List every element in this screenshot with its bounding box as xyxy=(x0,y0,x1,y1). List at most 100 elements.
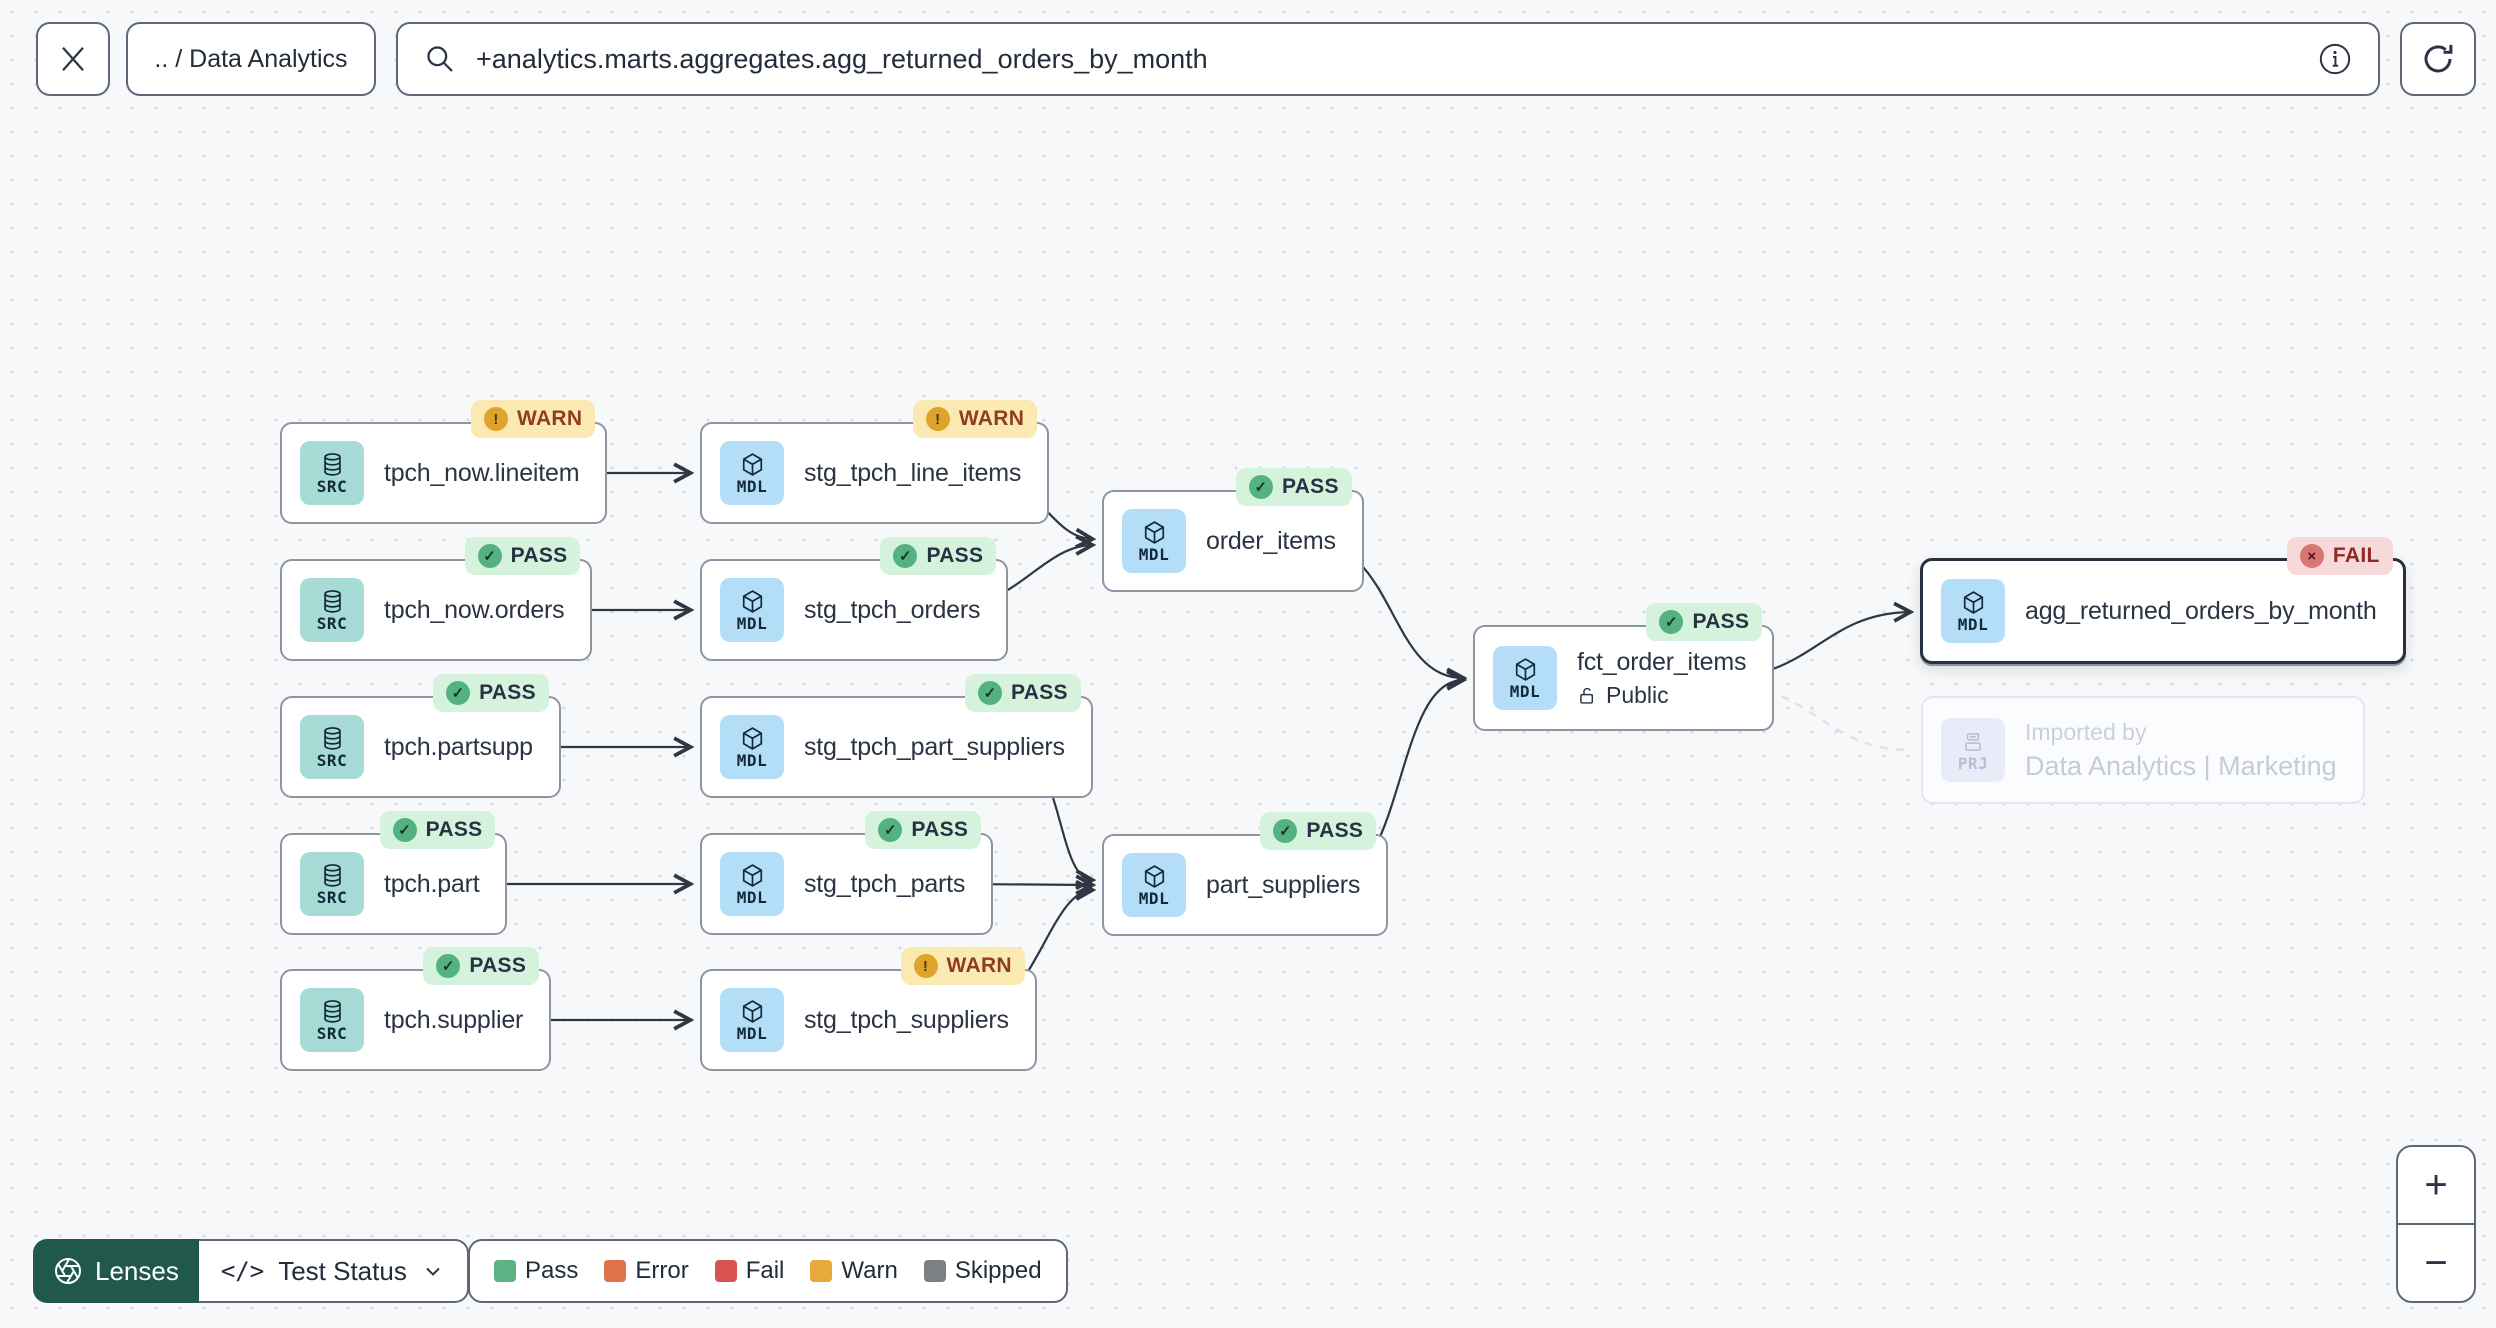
model-type-icon: MDL xyxy=(720,578,784,642)
node-title: tpch.part xyxy=(384,869,480,898)
tile-label: SRC xyxy=(316,888,348,907)
model-type-icon: MDL xyxy=(720,852,784,916)
status-label: WARN xyxy=(946,954,1012,977)
legend-label: Pass xyxy=(525,1257,579,1284)
status-badge: × FAIL xyxy=(2286,537,2393,575)
chevron-down-icon xyxy=(426,1267,440,1276)
check-icon: ✓ xyxy=(893,544,918,568)
legend-item-fail: Fail xyxy=(714,1257,784,1285)
status-label: PASS xyxy=(1306,819,1364,842)
search-input[interactable] xyxy=(474,42,2300,76)
code-icon: </> xyxy=(220,1257,265,1285)
tile-label: MDL xyxy=(736,477,768,496)
legend-item-error: Error xyxy=(604,1257,689,1285)
node-stg_tpch_suppliers[interactable]: ! WARN MDL stg_tpch_suppliers xyxy=(700,947,1037,1071)
warning-icon: ! xyxy=(483,407,508,431)
zoom-out-button[interactable]: − xyxy=(2424,1240,2448,1285)
database-icon xyxy=(323,864,341,887)
lock-open-icon xyxy=(1580,687,1594,704)
status-badge: ! WARN xyxy=(470,400,596,438)
node-imported-by-project[interactable]: PRJ Imported by Data Analytics | Marketi… xyxy=(1921,696,2365,804)
node-title: stg_tpch_orders xyxy=(804,595,981,624)
node-stg_tpch_part_suppliers[interactable]: ✓ PASS MDL stg_tpch_part_suppliers xyxy=(700,674,1093,798)
node-fct_order_items[interactable]: ✓ PASS MDL fct_order_items Public xyxy=(1473,603,1775,731)
model-type-icon: MDL xyxy=(720,715,784,779)
tile-label: SRC xyxy=(316,477,348,496)
node-title: fct_order_items xyxy=(1577,647,1747,676)
node-stg_tpch_orders[interactable]: ✓ PASS MDL stg_tpch_orders xyxy=(700,537,1009,661)
search-bar[interactable] xyxy=(396,22,2380,96)
model-type-icon: MDL xyxy=(720,441,784,505)
cube-icon xyxy=(742,453,762,476)
node-tpch-supplier[interactable]: ✓ PASS SRC tpch.supplier xyxy=(280,947,552,1071)
access-row: Public xyxy=(1577,682,1746,709)
info-icon[interactable] xyxy=(2318,42,2352,76)
imported-by-project: Data Analytics | Marketing xyxy=(2025,750,2337,781)
node-title: tpch_now.orders xyxy=(384,595,565,624)
status-badge: ✓ PASS xyxy=(1260,812,1377,850)
status-badge: ✓ PASS xyxy=(464,537,581,575)
cube-icon xyxy=(1144,521,1164,544)
node-tpch-partsupp[interactable]: ✓ PASS SRC tpch.partsupp xyxy=(280,674,561,798)
status-label: FAIL xyxy=(2332,544,2380,567)
tile-label: MDL xyxy=(736,1024,768,1043)
node-agg_returned_orders_by_month[interactable]: × FAIL MDL agg_returned_orders_by_month xyxy=(1920,537,2406,664)
cube-icon xyxy=(742,727,762,750)
model-type-icon: MDL xyxy=(1122,509,1186,573)
breadcrumb-label: .. / Data Analytics xyxy=(154,44,348,73)
source-type-icon: SRC xyxy=(300,578,364,642)
tile-label: MDL xyxy=(1138,889,1170,908)
lenses-button[interactable]: Lenses xyxy=(33,1239,199,1303)
node-tpch_now-orders[interactable]: ✓ PASS SRC tpch_now.orders xyxy=(280,537,593,661)
close-button[interactable] xyxy=(36,22,110,96)
node-stg_tpch_parts[interactable]: ✓ PASS MDL stg_tpch_parts xyxy=(700,811,994,935)
status-label: PASS xyxy=(479,681,536,704)
warning-icon: ! xyxy=(925,407,950,431)
warn-swatch xyxy=(810,1260,833,1282)
legend-label: Skipped xyxy=(954,1257,1042,1284)
legend-label: Error xyxy=(635,1257,689,1284)
test-status-legend: Pass Error Fail Warn Skipped xyxy=(468,1239,1068,1303)
status-badge: ! WARN xyxy=(912,400,1038,438)
zoom-in-button[interactable]: + xyxy=(2398,1147,2474,1225)
tile-label: MDL xyxy=(1957,615,1989,634)
access-label: Public xyxy=(1606,681,1669,708)
check-icon: ✓ xyxy=(978,681,1003,705)
status-badge: ✓ PASS xyxy=(423,947,540,985)
cube-icon xyxy=(742,1000,762,1023)
tile-label: SRC xyxy=(316,614,348,633)
error-swatch xyxy=(604,1260,627,1282)
status-label: PASS xyxy=(1011,681,1068,704)
status-badge: ✓ PASS xyxy=(865,811,982,849)
status-badge: ✓ PASS xyxy=(1646,603,1763,641)
node-tpch_now-lineitem[interactable]: ! WARN SRC tpch_now.lineitem xyxy=(280,400,608,524)
cube-icon xyxy=(742,590,762,613)
lens-selector[interactable]: </> Test Status xyxy=(198,1239,469,1303)
status-label: PASS xyxy=(425,818,483,841)
skipped-swatch xyxy=(923,1260,946,1282)
cross-icon: × xyxy=(2299,544,2324,568)
node-title: stg_tpch_line_items xyxy=(804,458,1022,487)
node-order_items[interactable]: ✓ PASS MDL order_items xyxy=(1102,468,1364,592)
node-tpch-part[interactable]: ✓ PASS SRC tpch.part xyxy=(280,811,508,935)
stack-icon xyxy=(1965,732,1981,751)
database-icon xyxy=(323,453,341,476)
check-icon: ✓ xyxy=(1273,819,1298,843)
check-icon: ✓ xyxy=(446,681,471,705)
aperture-icon xyxy=(54,1257,82,1285)
node-title: stg_tpch_suppliers xyxy=(804,1005,1009,1034)
node-title: part_suppliers xyxy=(1206,870,1361,899)
database-icon xyxy=(323,1000,341,1023)
pass-swatch xyxy=(494,1260,516,1282)
status-badge: ✓ PASS xyxy=(379,811,496,849)
node-stg_tpch_line_items[interactable]: ! WARN MDL stg_tpch_line_items xyxy=(700,400,1050,524)
status-label: PASS xyxy=(510,544,568,567)
legend-item-skipped: Skipped xyxy=(923,1257,1042,1285)
tile-label: MDL xyxy=(1138,545,1170,564)
breadcrumb[interactable]: .. / Data Analytics xyxy=(126,22,376,96)
node-part_suppliers[interactable]: ✓ PASS MDL part_suppliers xyxy=(1102,812,1389,936)
source-type-icon: SRC xyxy=(300,715,364,779)
refresh-button[interactable] xyxy=(2400,22,2476,96)
tile-label: MDL xyxy=(1509,682,1541,701)
